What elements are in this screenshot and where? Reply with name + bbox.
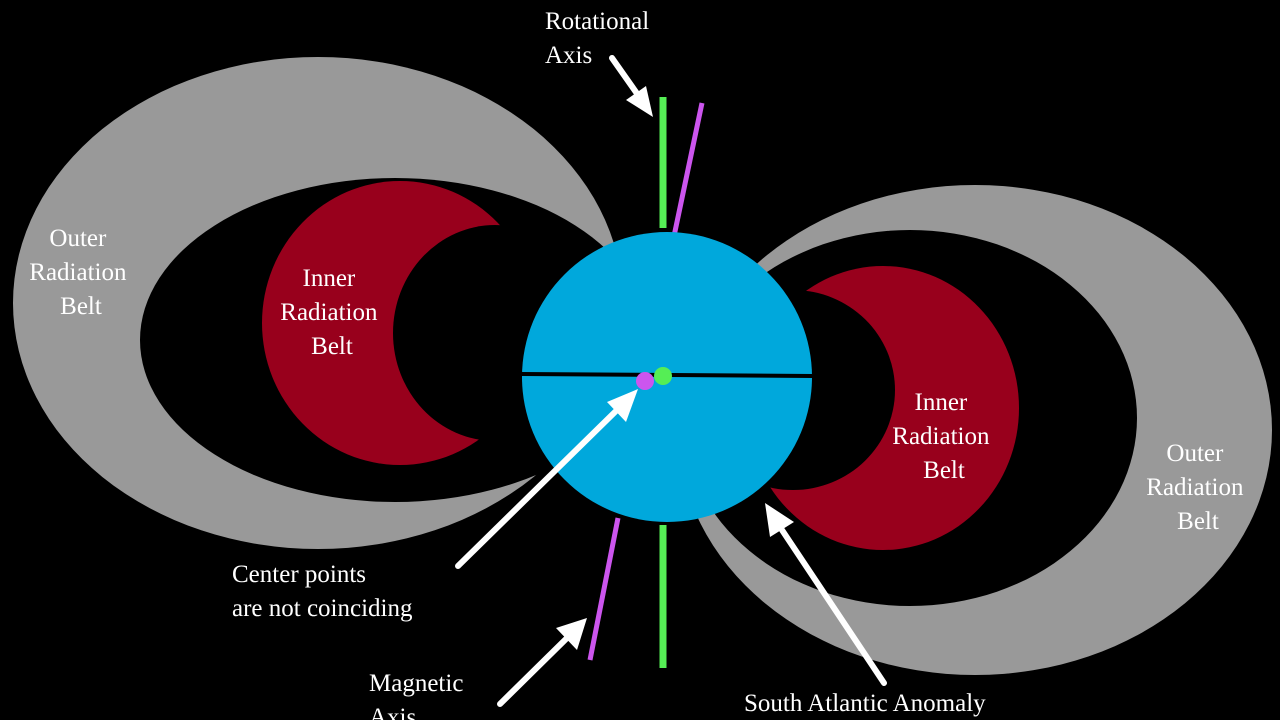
magnetic-axis-bottom [587,517,621,661]
outer-belt-left-label: Outer Radiation Belt [29,225,132,320]
south-atlantic-anomaly-arrow [765,503,887,686]
south-atlantic-anomaly-label: South Atlantic Anomaly [744,690,986,717]
center-points-label: Center points are not coinciding [232,561,413,622]
rotational-axis-label: Rotational Axis [545,8,655,69]
center-points-arrow [455,389,638,569]
magnetic-axis-label: Magnetic Axis [369,670,470,720]
outer-belt-right-label: Outer Radiation Belt [1146,440,1249,535]
rotational-center-point [654,367,672,385]
inner-belt-right-label: Inner Radiation Belt [892,389,995,484]
rotational-axis-arrow [609,55,653,117]
magnetic-center-point [636,372,654,390]
magnetic-axis-arrow [497,618,587,707]
inner-belt-left-label: Inner Radiation Belt [280,265,383,360]
